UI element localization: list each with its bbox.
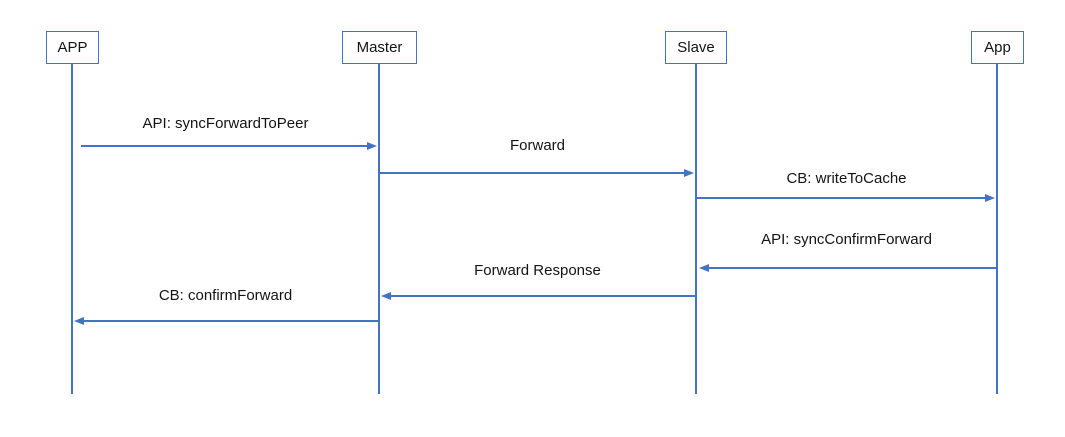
message-line <box>84 320 378 322</box>
actor-box-app: App <box>971 31 1024 64</box>
actor-label: APP <box>57 39 88 56</box>
actor-label: App <box>984 39 1011 56</box>
arrowhead-left-icon <box>74 317 84 325</box>
arrowhead-left-icon <box>699 264 709 272</box>
message-line <box>709 267 996 269</box>
lifeline-slave <box>695 64 697 394</box>
lifeline-app <box>996 64 998 394</box>
message-line <box>380 172 685 174</box>
arrowhead-right-icon <box>367 142 377 150</box>
message-label: CB: confirmForward <box>158 287 293 304</box>
lifeline-app-caps <box>71 64 73 394</box>
arrowhead-left-icon <box>381 292 391 300</box>
message-line <box>697 197 986 199</box>
actor-box-slave: Slave <box>665 31 727 64</box>
actor-box-master: Master <box>342 31 417 64</box>
message-line <box>81 145 368 147</box>
message-label: Forward Response <box>474 262 601 279</box>
arrowhead-right-icon <box>684 169 694 177</box>
message-label: Forward <box>509 137 565 154</box>
message-label: API: syncConfirmForward <box>761 231 932 248</box>
message-label: API: syncForwardToPeer <box>142 115 309 132</box>
actor-label: Slave <box>677 39 715 56</box>
lifeline-master <box>378 64 380 394</box>
actor-box-app-caps: APP <box>46 31 99 64</box>
message-label: CB: writeToCache <box>786 170 907 187</box>
actor-label: Master <box>356 39 403 56</box>
arrowhead-right-icon <box>985 194 995 202</box>
message-line <box>391 295 697 297</box>
